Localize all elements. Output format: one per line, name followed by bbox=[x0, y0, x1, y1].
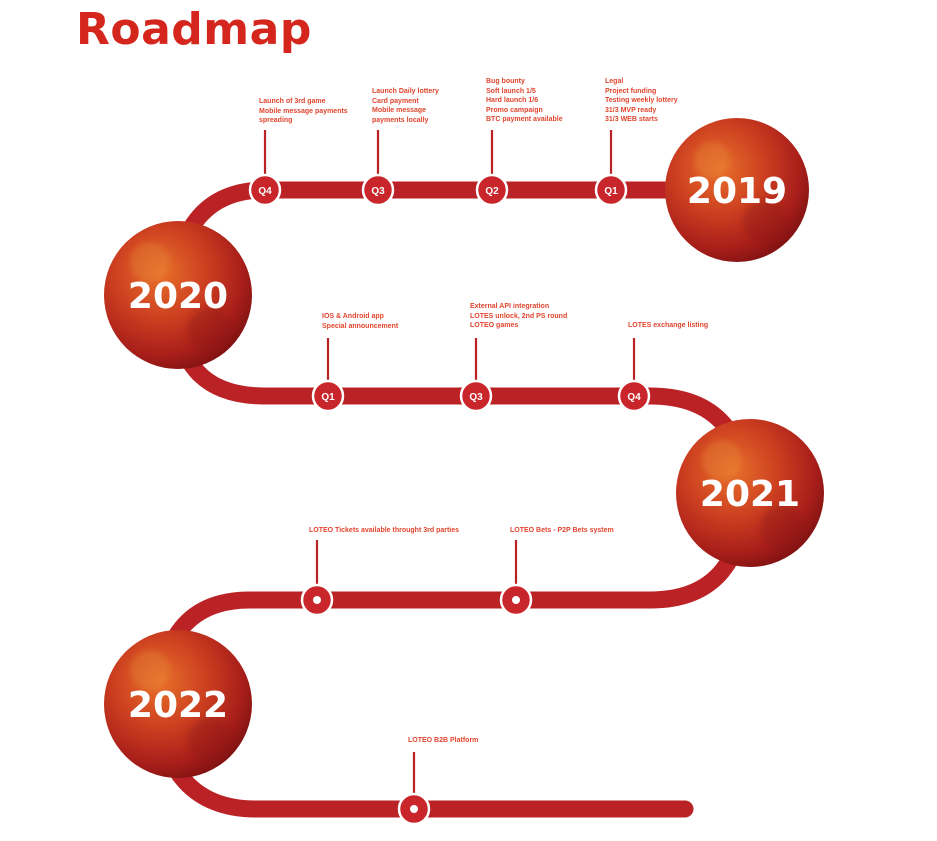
planet-2021: 2021 bbox=[676, 419, 824, 567]
roadmap-title: Roadmap bbox=[76, 4, 312, 55]
milestone-line: Mobile message bbox=[372, 107, 427, 114]
marker-label: Q1 bbox=[321, 392, 335, 403]
marker-q1-2019: Q1 bbox=[594, 173, 628, 207]
marker-label: Q4 bbox=[627, 392, 641, 403]
planet-2019: 2019 bbox=[665, 118, 809, 262]
year-label-2022: 2022 bbox=[128, 685, 228, 726]
milestone-line: Soft launch 1/5 bbox=[486, 87, 536, 95]
marker-q3-2019: Q3 bbox=[361, 173, 395, 207]
milestone-line: Launch of 3rd game bbox=[259, 98, 326, 105]
milestone-line: LOTEO Bets - P2P Bets system bbox=[510, 527, 614, 534]
marker-label: Q4 bbox=[258, 186, 272, 197]
milestone-2022-a: LOTEO B2B Platform bbox=[408, 736, 478, 746]
marker-q1-2020: Q1 bbox=[311, 379, 345, 413]
milestone-line: Card payment bbox=[372, 97, 419, 105]
milestone-line: Project funding bbox=[605, 87, 657, 95]
milestone-line: IOS & Android app bbox=[322, 313, 384, 320]
stem-group bbox=[263, 130, 636, 799]
milestone-2021-b: LOTEO Bets - P2P Bets system bbox=[510, 526, 614, 536]
milestone-line: Bug bounty bbox=[486, 78, 525, 85]
marker-label: Q2 bbox=[485, 186, 499, 197]
milestone-line: 31/3 WEB starts bbox=[605, 116, 658, 123]
marker-dot-2021-b bbox=[499, 583, 533, 617]
milestone-line: LOTEO B2B Platform bbox=[408, 737, 479, 744]
milestone-q3-2020: External API integration LOTES unlock, 2… bbox=[470, 302, 567, 331]
milestone-line: Special announcement bbox=[322, 322, 399, 330]
marker-q4-2020: Q4 bbox=[617, 379, 651, 413]
milestone-q2-2019: Bug bounty Soft launch 1/5 Hard launch 1… bbox=[486, 77, 563, 125]
marker-label: Q3 bbox=[371, 186, 385, 197]
milestone-q1-2020: IOS & Android app Special announcement bbox=[322, 312, 398, 331]
milestone-line: payments locally bbox=[372, 116, 429, 124]
milestone-line: 31/3 MVP ready bbox=[605, 106, 657, 114]
milestone-q3-2019: Launch Daily lottery Card payment Mobile… bbox=[372, 87, 439, 125]
marker-dot-2022 bbox=[397, 792, 431, 826]
milestone-line: LOTES unlock, 2nd PS round bbox=[470, 312, 568, 320]
year-label-2021: 2021 bbox=[700, 474, 800, 515]
marker-label: Q3 bbox=[469, 392, 483, 403]
planet-2022: 2022 bbox=[104, 630, 252, 778]
marker-label: Q1 bbox=[604, 186, 618, 197]
milestone-line: Testing weekly lottery bbox=[605, 97, 678, 104]
marker-dot-2021-a bbox=[300, 583, 334, 617]
milestone-line: Hard launch 1/6 bbox=[486, 97, 539, 104]
year-label-2019: 2019 bbox=[687, 171, 787, 212]
milestone-q4-2020: LOTES exchange listing bbox=[628, 321, 708, 331]
milestone-line: Launch Daily lottery bbox=[372, 88, 439, 95]
milestone-line: LOTEO Tickets available throught 3rd par… bbox=[309, 527, 460, 534]
milestone-line: Promo campaign bbox=[486, 106, 543, 114]
milestone-line: Mobile message payments bbox=[259, 107, 348, 115]
milestone-q1-2019: Legal Project funding Testing weekly lot… bbox=[605, 77, 678, 125]
milestone-line: LOTES exchange listing bbox=[628, 322, 709, 329]
milestone-line: spreading bbox=[259, 117, 293, 124]
marker-q4-2019: Q4 bbox=[248, 173, 282, 207]
planet-2020: 2020 bbox=[104, 221, 252, 369]
year-label-2020: 2020 bbox=[128, 276, 228, 317]
milestone-2021-a: LOTEO Tickets available throught 3rd par… bbox=[309, 526, 459, 536]
milestone-line: External API integration bbox=[470, 303, 550, 310]
milestone-line: Legal bbox=[605, 78, 624, 85]
marker-q2-2019: Q2 bbox=[475, 173, 509, 207]
milestone-line: BTC payment available bbox=[486, 116, 563, 123]
milestone-q4-2019: Launch of 3rd game Mobile message paymen… bbox=[259, 97, 348, 126]
milestone-line: LOTEO games bbox=[470, 322, 519, 329]
marker-q3-2020: Q3 bbox=[459, 379, 493, 413]
